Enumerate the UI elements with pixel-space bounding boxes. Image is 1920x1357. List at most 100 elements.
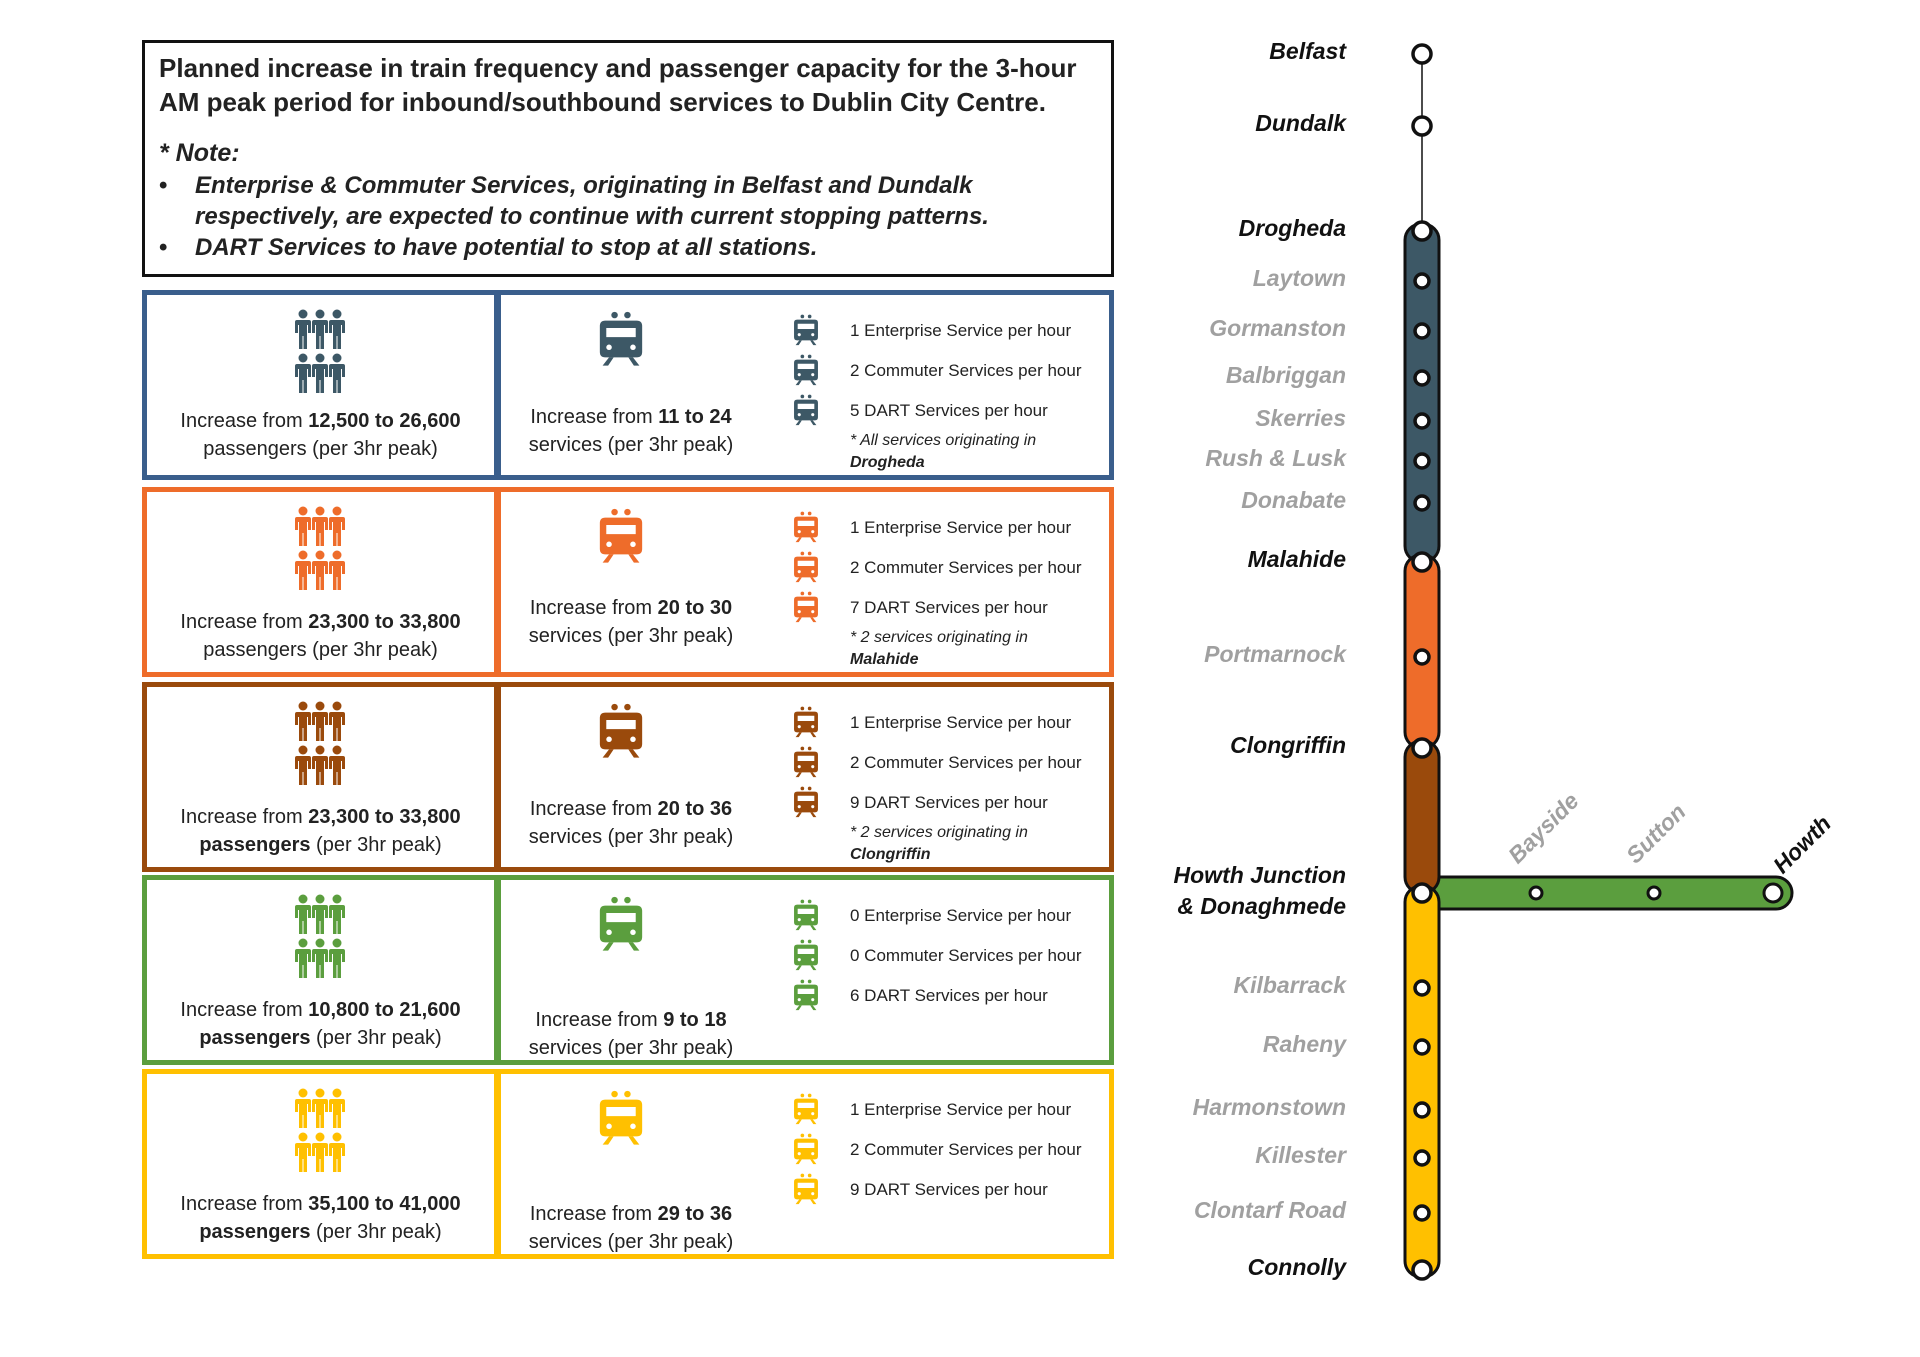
note-place: Clongriffin [850, 846, 931, 863]
station-marker [1411, 43, 1433, 65]
text-suffix: services (per 3hr peak) [528, 434, 734, 456]
station-label: Belfast [1269, 38, 1346, 64]
services-from: 11 [658, 406, 680, 428]
service-panel: Increase from 11 to 24 services (per 3hr … [496, 290, 1114, 480]
station-marker [1413, 1149, 1431, 1167]
passengers-to: 33,800 [399, 806, 461, 828]
people-group-icon [295, 309, 311, 349]
passengers-to: 41,000 [399, 1193, 461, 1215]
station-label: Harmonstown [1192, 1094, 1346, 1120]
train-icon [793, 1132, 819, 1166]
station-marker [1528, 885, 1544, 901]
text-suffix: (per 3hr peak) [310, 834, 442, 856]
text-suffix: services (per 3hr peak) [528, 1231, 734, 1253]
service-line: 5 DART Services per hour [850, 401, 1048, 420]
passengers-to: 26,600 [399, 410, 461, 432]
station-label: Kilbarrack [1233, 972, 1346, 998]
station-label: Killester [1255, 1142, 1346, 1168]
train-icon [793, 898, 819, 932]
station-marker [1411, 551, 1433, 573]
text-prefix: Increase from [530, 406, 659, 428]
service-line: 7 DART Services per hour [850, 598, 1048, 617]
text-prefix: Increase from [180, 1193, 309, 1215]
station-marker [1411, 882, 1433, 904]
station-label: Balbriggan [1225, 362, 1346, 388]
service-line: 0 Commuter Services per hour [850, 946, 1082, 965]
services-to: 36 [709, 798, 733, 820]
station-marker [1411, 737, 1433, 759]
passengers-from: 12,500 [308, 410, 370, 432]
train-icon [598, 310, 644, 368]
people-group-icon [329, 506, 345, 546]
services-from: 20 [657, 597, 680, 619]
text-prefix: Increase from [529, 798, 658, 820]
station-label: Malahide [1247, 546, 1346, 572]
people-group-icon [312, 894, 328, 934]
people-group-icon [329, 894, 345, 934]
people-group-icon [312, 1132, 328, 1172]
text-to: to [679, 597, 710, 619]
text-suffix: services (per 3hr peak) [528, 625, 734, 647]
services-from: 20 [657, 798, 680, 820]
service-line: 9 DART Services per hour [850, 793, 1048, 812]
services-to: 18 [704, 1009, 727, 1031]
people-group-icon [329, 745, 345, 785]
note-text: * All services originating in [850, 432, 1037, 449]
people-group-icon [312, 1088, 328, 1128]
people-group-icon [329, 550, 345, 590]
people-group-icon [295, 745, 311, 785]
service-line: 2 Commuter Services per hour [850, 558, 1082, 577]
services-to: 30 [709, 597, 733, 619]
station-label: Clongriffin [1230, 732, 1346, 758]
text-to: to [369, 611, 400, 633]
station-label: Laytown [1252, 265, 1346, 291]
station-marker [1411, 220, 1433, 242]
people-group-icon [312, 745, 328, 785]
people-group-icon [312, 309, 328, 349]
text-prefix: Increase from [180, 410, 309, 432]
station-label: Raheny [1262, 1031, 1346, 1057]
passengers-to: 33,800 [399, 611, 461, 633]
people-group-icon [329, 1132, 345, 1172]
note-bullet: DART Services to have potential to stop … [159, 232, 1097, 263]
service-line: 6 DART Services per hour [850, 986, 1048, 1005]
station-marker [1411, 115, 1433, 137]
service-text: Increase from 11 to 24 services (per 3hr … [501, 403, 761, 459]
text-to: to [369, 999, 400, 1021]
text-suffix: passengers (per 3hr peak) [203, 438, 438, 460]
station-marker [1762, 882, 1784, 904]
route-map [1403, 43, 1794, 1281]
service-line: 2 Commuter Services per hour [850, 753, 1082, 772]
station-marker [1413, 1204, 1431, 1222]
page-title: Planned increase in train frequency and … [159, 53, 1077, 117]
service-line: 1 Enterprise Service per hour [850, 713, 1072, 732]
train-icon [793, 785, 819, 819]
station-label: Howth Junction [1173, 862, 1346, 888]
service-line: 0 Enterprise Service per hour [850, 906, 1072, 925]
people-group-icon [312, 701, 328, 741]
train-icon [793, 1172, 819, 1206]
services-to: 24 [709, 406, 732, 428]
people-group-icon [295, 701, 311, 741]
text-suffix: services (per 3hr peak) [528, 826, 734, 848]
station-label: Clontarf Road [1193, 1197, 1346, 1223]
people-group-icon [295, 1132, 311, 1172]
train-icon [598, 895, 644, 953]
passengers-from: 35,100 [308, 1193, 370, 1215]
note-text: * 2 services originating in [850, 629, 1028, 646]
people-group-icon [329, 1088, 345, 1128]
service-line: 2 Commuter Services per hour [850, 1140, 1082, 1159]
station-label: Connolly [1247, 1254, 1346, 1280]
text-to: to [679, 406, 710, 428]
station-label: Portmarnock [1204, 641, 1346, 667]
